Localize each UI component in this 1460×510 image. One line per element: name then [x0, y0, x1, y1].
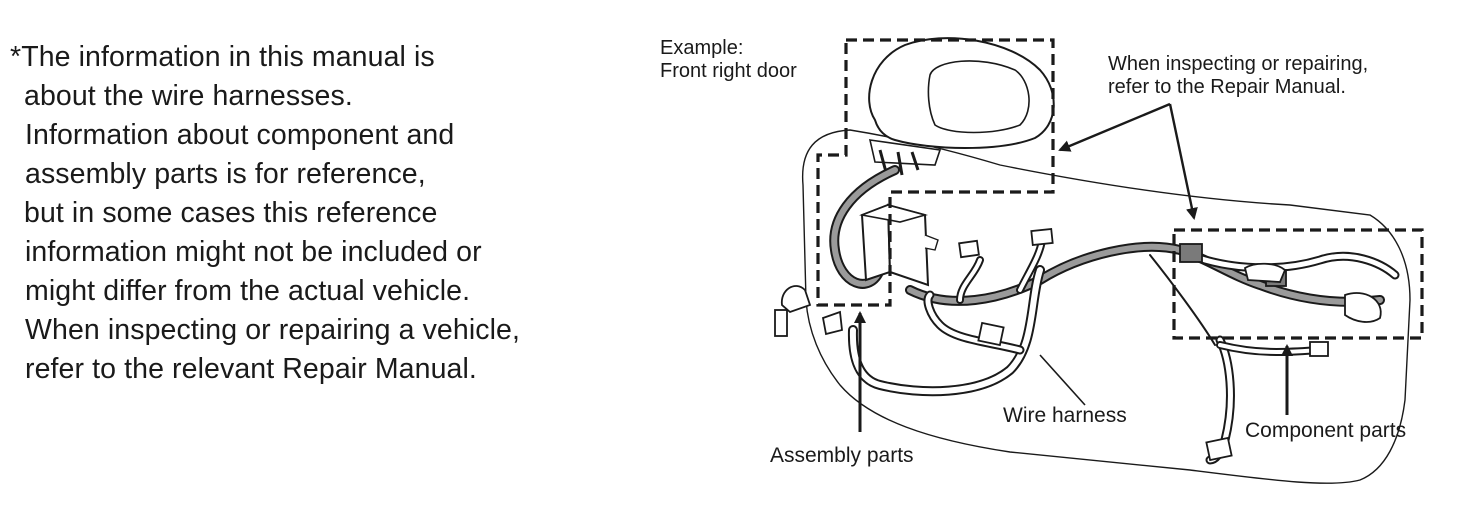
example-label: Example:: [660, 37, 743, 59]
note-line: assembly parts is for reference,: [25, 158, 426, 190]
note-line: information might not be included or: [25, 236, 482, 268]
component-parts-dashed-box: [1172, 228, 1424, 340]
component-parts-label: Component parts: [1245, 419, 1406, 442]
note-line: might differ from the actual vehicle.: [25, 275, 471, 307]
assembly-parts-dashed-box: [816, 38, 1055, 307]
wire-harness-label: Wire harness: [1003, 404, 1127, 427]
door-edge-connector: [774, 285, 843, 337]
callout-arrow-to-mirror: [1058, 102, 1171, 152]
harness-connectors: [958, 228, 1382, 462]
repair-callout-line-2: refer to the Repair Manual.: [1108, 76, 1346, 98]
example-subject-label: Front right door: [660, 60, 797, 82]
note-line: but in some cases this reference: [24, 197, 438, 229]
note-line: refer to the relevant Repair Manual.: [25, 353, 477, 385]
note-line: *The information in this manual is: [10, 41, 435, 73]
note-line: Information about component and: [25, 119, 455, 151]
wire-harness-leader: [1039, 354, 1086, 406]
control-module: [859, 203, 939, 287]
door-panel-outline: [801, 129, 1411, 484]
note-line: When inspecting or repairing a vehicle,: [25, 314, 520, 346]
note-line: about the wire harnesses.: [24, 80, 353, 112]
repair-callout-line-1: When inspecting or repairing,: [1108, 53, 1368, 75]
manual-note: *The information in this manual is about…: [10, 38, 630, 389]
callout-arrow-to-component: [1168, 103, 1198, 220]
assembly-parts-label: Assembly parts: [770, 444, 914, 467]
